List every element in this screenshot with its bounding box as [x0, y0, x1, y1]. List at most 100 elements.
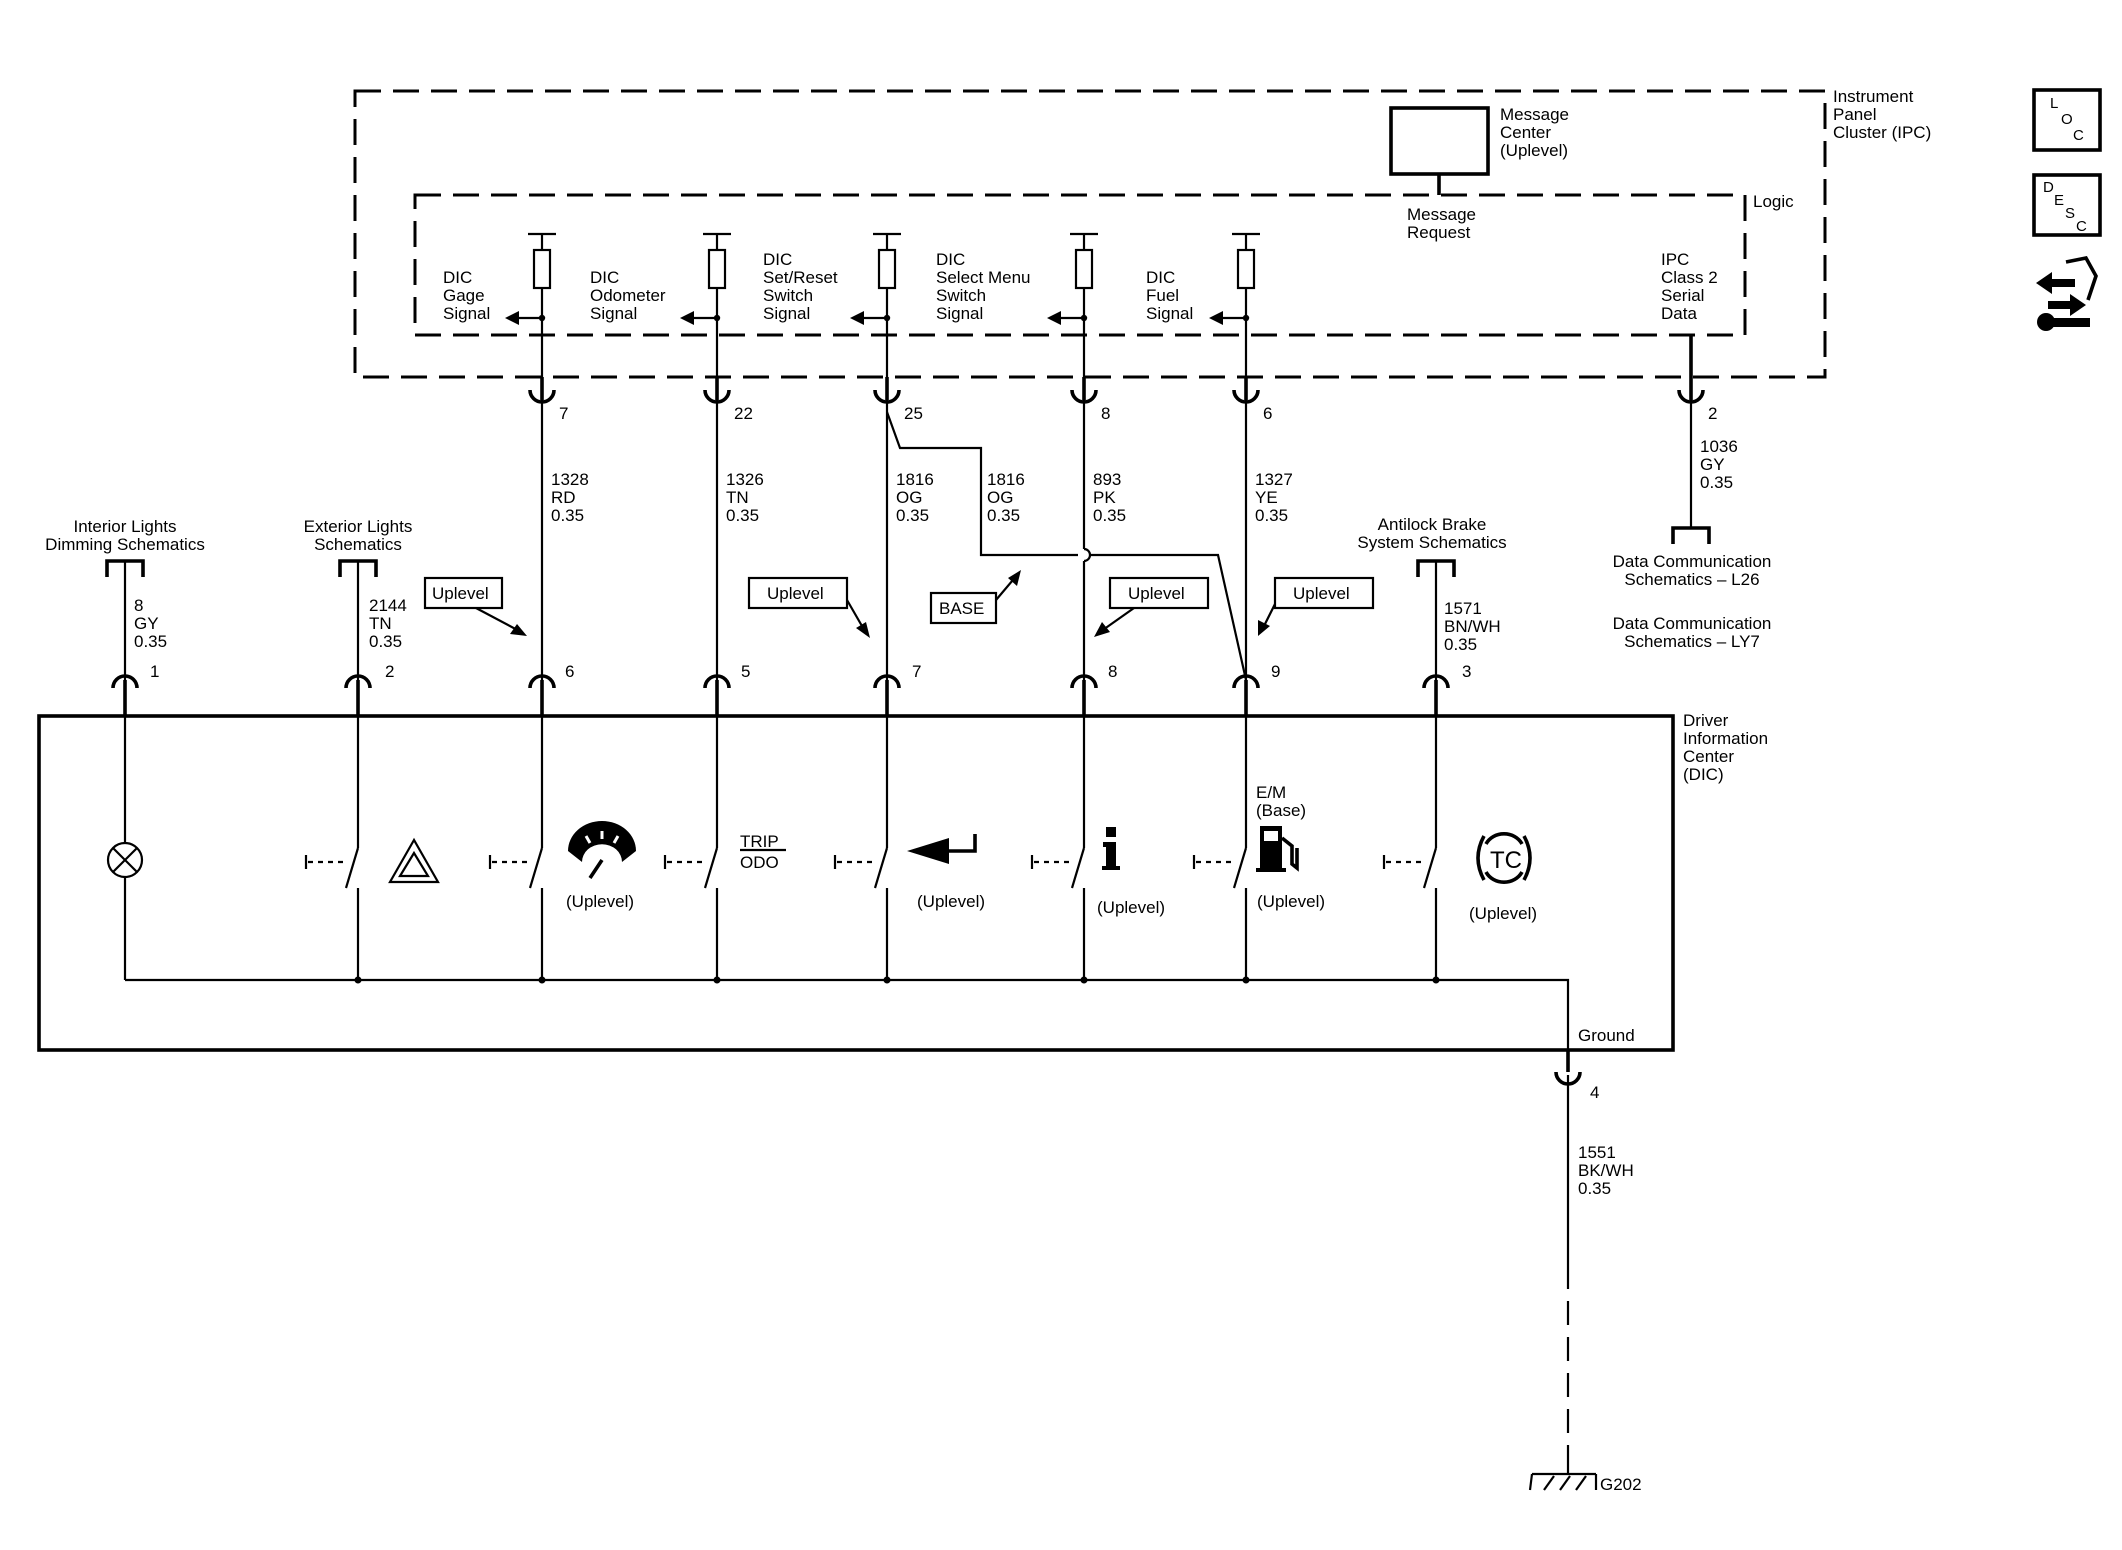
- ipc-pin-class2: 2: [1708, 404, 1717, 423]
- wire-base-line-3: 0.35: [987, 506, 1020, 525]
- caption-fuel: (Uplevel): [1257, 892, 1325, 911]
- ground-wire-line-3: 0.35: [1578, 1179, 1611, 1198]
- data-comm-ly7-line-2: Schematics – LY7: [1624, 632, 1760, 651]
- info-icon: [1102, 827, 1120, 870]
- message-request-line-1: Message: [1407, 205, 1476, 224]
- switch-fuel: [1192, 847, 1248, 889]
- traction-control-icon: TC: [1476, 832, 1532, 884]
- data-comm-l26-line-1: Data Communication: [1613, 552, 1772, 571]
- lamp-icon: [106, 841, 144, 879]
- loc-icon-c: C: [2073, 127, 2084, 144]
- abs-wire-line-2: BN/WH: [1444, 617, 1501, 636]
- desc-icon-c: C: [2076, 218, 2087, 235]
- ground-ref-label: G202: [1600, 1475, 1642, 1494]
- dic-boundary: [37, 714, 1675, 1052]
- abs-ref-line-2: System Schematics: [1357, 533, 1506, 552]
- wire-select-menu-line-3: 0.35: [1093, 506, 1126, 525]
- gage-signal-line-3: Signal: [443, 304, 490, 323]
- uplevel-callout-set-reset: Uplevel: [747, 576, 870, 638]
- dic-pin-7: 7: [912, 662, 921, 681]
- fuel-pump-icon: [1256, 826, 1299, 872]
- fuel-signal-line-1: DIC: [1146, 268, 1175, 287]
- interior-ref-line-2: Dimming Schematics: [45, 535, 205, 554]
- em-base-line-2: (Base): [1256, 801, 1306, 820]
- message-center-line-1: Message: [1500, 105, 1569, 124]
- message-center-line-2: Center: [1500, 123, 1551, 142]
- exterior-wire-line-1: 2144: [369, 596, 407, 615]
- enter-arrow-icon: [907, 834, 977, 864]
- side-icons: L O C D E S C: [2032, 88, 2102, 331]
- data-comm-l26-line-2: Schematics – L26: [1624, 570, 1759, 589]
- ipc-connectors: 7 22 25 8 6 2: [528, 377, 1717, 681]
- wire-class2-line-1: 1036: [1700, 437, 1738, 456]
- select-menu-signal-line-1: DIC: [936, 250, 965, 269]
- interior-ref-line-1: Interior Lights: [74, 517, 177, 536]
- interior-wire-line-2: GY: [134, 614, 159, 633]
- ipc-class2-line-4: Data: [1661, 304, 1697, 323]
- fuel-signal-line-3: Signal: [1146, 304, 1193, 323]
- ipc-module: Instrument Panel Cluster (IPC) Logic Mes…: [353, 87, 1931, 379]
- dic-pin-2: 2: [385, 662, 394, 681]
- desc-icon[interactable]: D E S C: [2032, 173, 2102, 237]
- dic-select-menu-signal: DIC Select Menu Switch Signal: [936, 232, 1098, 377]
- dic-pin-8: 8: [1108, 662, 1117, 681]
- gage-signal-line-1: DIC: [443, 268, 472, 287]
- switch-select-menu: [1030, 847, 1086, 889]
- data-comm-ly7-line-1: Data Communication: [1613, 614, 1772, 633]
- wire-fuel-line-2: YE: [1255, 488, 1278, 507]
- hazard-icon: [388, 837, 440, 884]
- dic-gage-signal: DIC Gage Signal: [443, 232, 556, 377]
- switch-hazard: [304, 847, 360, 889]
- wrench-arrows-icon[interactable]: [2036, 255, 2098, 331]
- dic-connectors: 1 2 6 5 7 8 9 3: [111, 662, 1471, 716]
- abs-wire-line-3: 0.35: [1444, 635, 1477, 654]
- gage-signal-line-2: Gage: [443, 286, 485, 305]
- em-base-line-1: E/M: [1256, 783, 1286, 802]
- loc-icon[interactable]: L O C: [2032, 88, 2102, 152]
- wire-fuel-line-3: 0.35: [1255, 506, 1288, 525]
- caption-traction: (Uplevel): [1469, 904, 1537, 923]
- uplevel-callout-gage: Uplevel: [423, 576, 527, 636]
- switch-traction: [1382, 847, 1438, 889]
- select-menu-signal-line-4: Signal: [936, 304, 983, 323]
- ground-circuit: 4 1551 BK/WH 0.35 G202: [1528, 1050, 1642, 1494]
- ipc-pin-fuel: 6: [1263, 404, 1272, 423]
- trip-label: TRIP: [740, 832, 779, 851]
- exterior-ref-line-1: Exterior Lights: [304, 517, 413, 536]
- logic-label: Logic: [1753, 192, 1794, 211]
- ipc-title-line-3: Cluster (IPC): [1833, 123, 1931, 142]
- wire-set-reset-line-3: 0.35: [896, 506, 929, 525]
- wire-set-reset-line-1: 1816: [896, 470, 934, 489]
- dic-fuel-signal: DIC Fuel Signal: [1146, 232, 1260, 377]
- ground-wire-line-1: 1551: [1578, 1143, 1616, 1162]
- odometer-signal-line-2: Odometer: [590, 286, 666, 305]
- uplevel-callout-set-reset-text: Uplevel: [767, 584, 824, 603]
- odometer-signal-line-3: Signal: [590, 304, 637, 323]
- desc-icon-d: D: [2043, 179, 2054, 196]
- ipc-pin-set-reset: 25: [904, 404, 923, 423]
- wire-select-menu-line-1: 893: [1093, 470, 1121, 489]
- ipc-class2-line-2: Class 2: [1661, 268, 1718, 287]
- base-callout: BASE: [929, 570, 1021, 625]
- gauge-icon: [568, 821, 636, 879]
- ipc-pin-select-menu: 8: [1101, 404, 1110, 423]
- select-menu-signal-line-2: Select Menu: [936, 268, 1031, 287]
- dic-title-line-2: Information: [1683, 729, 1768, 748]
- message-center-line-3: (Uplevel): [1500, 141, 1568, 160]
- external-references: Interior Lights Dimming Schematics 8 GY …: [45, 515, 1507, 680]
- wire-gage-line-1: 1328: [551, 470, 589, 489]
- logic-boundary: [413, 193, 1747, 337]
- switch-set-reset: [833, 847, 889, 889]
- wire-set-reset-line-2: OG: [896, 488, 922, 507]
- message-request-line-2: Request: [1407, 223, 1471, 242]
- interior-wire-line-3: 0.35: [134, 632, 167, 651]
- loc-icon-l: L: [2050, 95, 2058, 112]
- uplevel-callout-fuel-text: Uplevel: [1293, 584, 1350, 603]
- wire-select-menu-line-2: PK: [1093, 488, 1116, 507]
- odo-label: ODO: [740, 853, 779, 872]
- ipc-title-line-2: Panel: [1833, 105, 1876, 124]
- select-menu-signal-line-3: Switch: [936, 286, 986, 305]
- tc-icon-label: TC: [1490, 847, 1522, 874]
- set-reset-signal-line-4: Signal: [763, 304, 810, 323]
- wire-odometer-line-3: 0.35: [726, 506, 759, 525]
